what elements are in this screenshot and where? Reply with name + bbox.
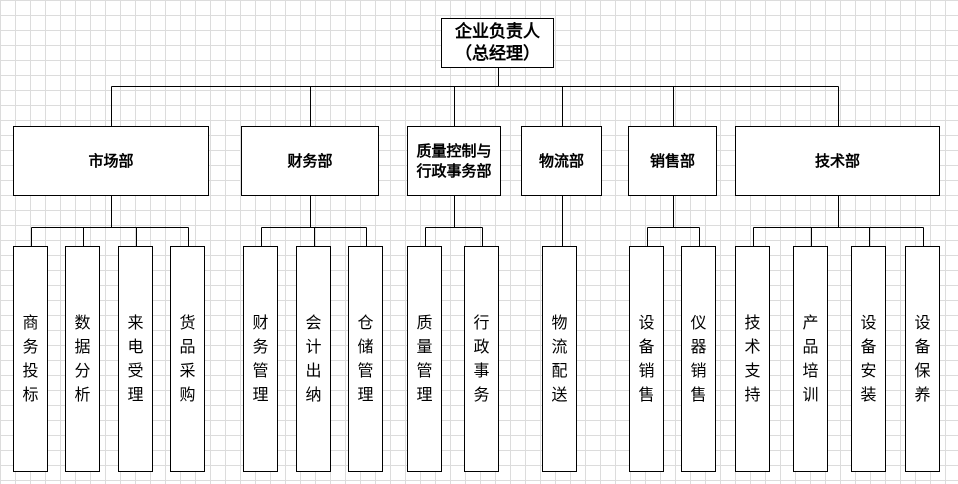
- leaf-box: 数据分析: [65, 246, 100, 472]
- leaf-label: 产品培训: [802, 313, 819, 404]
- leaf-box: 产品培训: [793, 246, 828, 472]
- leaf-box: 商务投标: [13, 246, 48, 472]
- leaf-label: 设备安装: [860, 313, 877, 404]
- department-label: 市场部: [88, 152, 134, 170]
- department-box-quality-admin: 质量控制与行政事务部: [407, 126, 501, 196]
- leaf-box: 质量管理: [407, 246, 442, 472]
- leaf-box: 行政事务: [464, 246, 499, 472]
- department-box-sales: 销售部: [628, 126, 717, 196]
- leaf-box: 物流配送: [542, 246, 577, 472]
- leaf-box: 来电受理: [118, 246, 153, 472]
- leaf-box: 仪器销售: [681, 246, 716, 472]
- department-box-tech: 技术部: [735, 126, 940, 196]
- department-label: 财务部: [287, 152, 333, 170]
- leaf-box: 财务管理: [243, 246, 278, 472]
- leaf-label: 仪器销售: [690, 313, 707, 404]
- department-label: 质量控制与行政事务部: [416, 142, 492, 180]
- leaf-box: 设备销售: [629, 246, 664, 472]
- leaf-box: 货品采购: [170, 246, 205, 472]
- department-box-logistics: 物流部: [521, 126, 602, 196]
- department-label: 物流部: [538, 152, 584, 170]
- leaf-label: 质量管理: [416, 313, 433, 404]
- leaf-box: 技术支持: [735, 246, 770, 472]
- leaf-label: 物流配送: [551, 313, 568, 404]
- leaf-label: 仓储管理: [357, 313, 374, 404]
- leaf-label: 技术支持: [744, 313, 761, 404]
- leaf-label: 设备保养: [914, 313, 931, 404]
- leaf-label: 设备销售: [638, 313, 655, 404]
- leaf-box: 会计出纳: [296, 246, 331, 472]
- root-title: 企业负责人: [455, 22, 540, 42]
- leaf-label: 会计出纳: [305, 313, 322, 404]
- leaf-label: 商务投标: [22, 313, 39, 404]
- leaf-label: 货品采购: [179, 313, 196, 404]
- leaf-label: 财务管理: [252, 313, 269, 404]
- department-box-market: 市场部: [13, 126, 209, 196]
- root-subtitle: （总经理）: [455, 44, 540, 64]
- department-label: 技术部: [814, 152, 860, 170]
- department-box-finance: 财务部: [241, 126, 379, 196]
- leaf-label: 数据分析: [74, 313, 91, 404]
- leaf-box: 设备保养: [905, 246, 940, 472]
- leaf-box: 设备安装: [851, 246, 886, 472]
- root-node-box: 企业负责人 （总经理）: [441, 18, 554, 68]
- department-label: 销售部: [649, 152, 695, 170]
- leaf-box: 仓储管理: [348, 246, 383, 472]
- leaf-label: 行政事务: [473, 313, 490, 404]
- leaf-label: 来电受理: [127, 313, 144, 404]
